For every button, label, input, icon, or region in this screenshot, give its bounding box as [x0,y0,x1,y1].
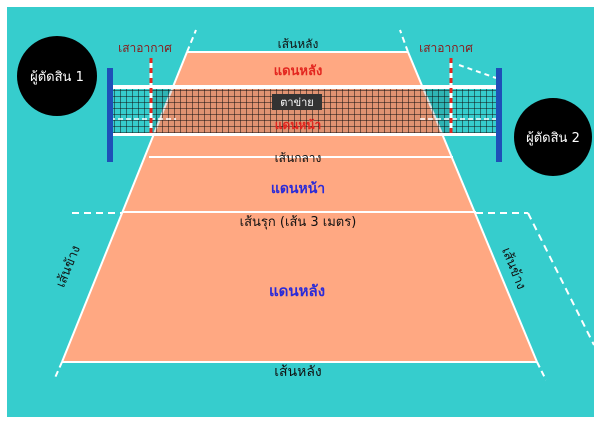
center-line-label: เส้นกลาง [275,151,322,165]
net-top-band [110,85,500,89]
back-line-top-label: เส้นหลัง [278,37,319,51]
antenna-right-label: เสาอากาศ [419,41,473,55]
side-line-ext-bottom-left [53,361,63,381]
net-post-left [107,68,113,162]
side-line-ext-top-left [186,29,197,53]
net-label: ตาข่าย [280,96,313,109]
attack-line-label: เส้นรุก (เส้น 3 เมตร) [240,215,357,230]
front-zone-far-label: แดนหน้า [275,118,322,132]
antenna-left-label: เสาอากาศ [118,41,172,55]
referee-1-circle [17,36,97,116]
net-label-bg [272,94,322,110]
service-zone-mark [458,64,497,79]
back-line-bottom-label: เส้นหลัง [274,364,322,380]
back-zone-near-label: แดนหลัง [269,282,325,300]
net-bottom-band [110,133,500,136]
referee-2-circle [514,98,592,176]
free-zone-line-right [527,212,595,346]
referee-1-label: ผู้ตัดสิน 1 [30,70,84,85]
back-zone-far-label: แดนหลัง [274,64,323,79]
referee-2-label: ผู้ตัดสิน 2 [526,131,580,146]
net-post-right [496,68,502,162]
side-line-ext-top-right [399,29,409,53]
side-line-ext-bottom-right [536,361,547,381]
front-zone-near-label: แดนหน้า [271,181,325,197]
